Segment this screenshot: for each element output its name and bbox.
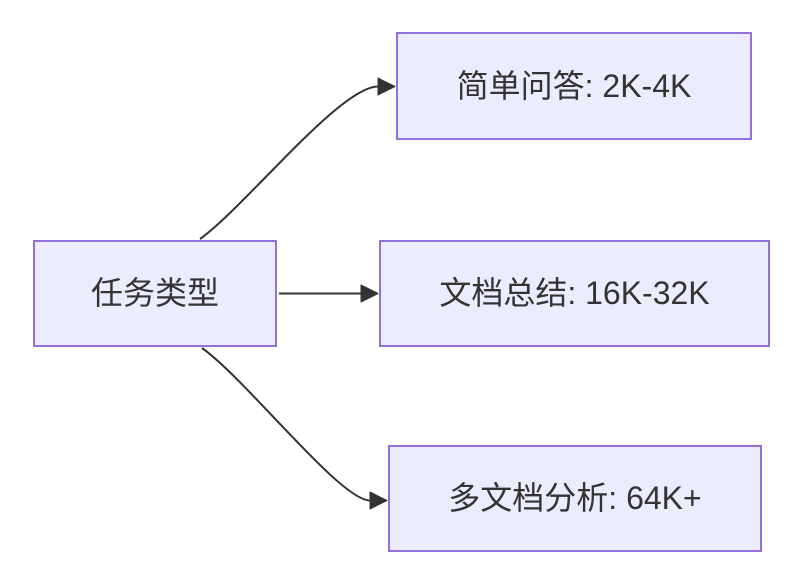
node-multi-doc-analysis-label: 多文档分析: 64K+ <box>448 480 702 517</box>
node-simple-qa-label: 简单问答: 2K-4K <box>456 67 692 104</box>
node-task-type-label: 任务类型 <box>90 275 219 312</box>
node-doc-summary-label: 文档总结: 16K-32K <box>439 275 710 312</box>
edge-root-to-multi-doc <box>201 347 371 502</box>
node-task-type: 任务类型 <box>33 240 277 347</box>
edge-root-to-simple-qa <box>199 85 379 240</box>
node-multi-doc-analysis: 多文档分析: 64K+ <box>388 445 762 552</box>
arrowhead-doc-summary-icon <box>360 284 379 303</box>
node-simple-qa: 简单问答: 2K-4K <box>396 32 752 140</box>
node-doc-summary: 文档总结: 16K-32K <box>379 240 770 347</box>
arrowhead-multi-doc-icon <box>369 491 388 510</box>
arrowhead-simple-qa-icon <box>377 77 396 96</box>
